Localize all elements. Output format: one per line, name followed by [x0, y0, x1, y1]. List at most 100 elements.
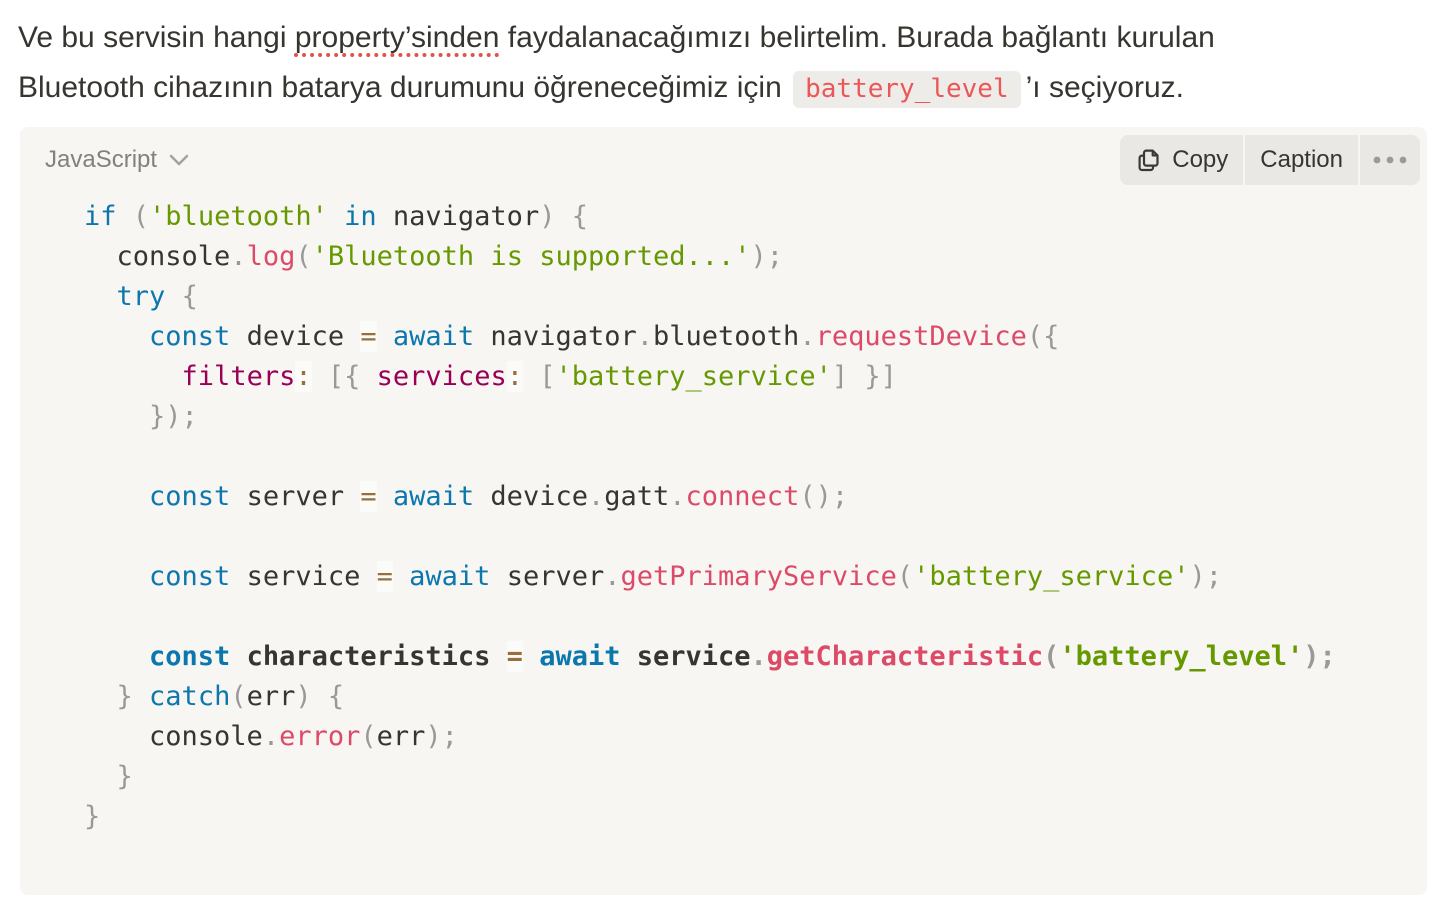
code-token: {	[327, 681, 345, 712]
code-token: }	[116, 681, 133, 712]
caption-button[interactable]: Caption	[1245, 135, 1358, 185]
caption-button-label: Caption	[1260, 146, 1343, 173]
code-block-actions: Copy Caption	[1120, 135, 1420, 185]
code-line: console.log('Bluetooth is supported...')…	[84, 237, 1399, 277]
code-token: await	[392, 481, 475, 512]
code-token: });	[149, 401, 198, 432]
code-token: .	[669, 481, 686, 512]
code-token: try	[116, 281, 166, 312]
more-button[interactable]	[1360, 135, 1420, 185]
code-token: if	[84, 201, 117, 232]
paragraph-segment: faydalanacağımızı belirtelim. Burada bağ…	[499, 21, 1215, 54]
code-token: }	[84, 801, 101, 832]
code-line: try {	[84, 277, 1399, 317]
code-token: :	[506, 361, 523, 392]
code-line: const service = await server.getPrimaryS…	[84, 557, 1399, 597]
code-token: const	[149, 321, 231, 352]
code-token: ]	[831, 361, 849, 392]
code-line	[84, 597, 1399, 637]
language-selector[interactable]: JavaScript	[45, 146, 190, 174]
code-token: requestDevice	[815, 321, 1027, 352]
ellipsis-icon	[1373, 156, 1407, 164]
code-token	[84, 321, 149, 352]
code-line: }	[84, 797, 1399, 837]
code-line: });	[84, 397, 1399, 437]
paragraph-segment: Ve bu servisin hangi	[18, 21, 295, 54]
code-token: 'Bluetooth is supported...'	[311, 241, 751, 272]
code-token	[360, 361, 376, 392]
code-token	[555, 201, 571, 232]
code-line: filters: [{ services: ['battery_service'…	[84, 357, 1399, 397]
code-token: }]	[864, 361, 897, 392]
code-token: const	[149, 641, 231, 672]
code-line	[84, 517, 1399, 557]
code-content[interactable]: if ('bluetooth' in navigator) { console.…	[20, 127, 1427, 837]
code-token	[84, 361, 182, 392]
code-text: if ('bluetooth' in navigator) { console.…	[84, 197, 1399, 837]
code-token: )	[295, 681, 312, 712]
code-line: if ('bluetooth' in navigator) {	[84, 197, 1399, 237]
code-token: .	[604, 561, 621, 592]
code-token	[84, 561, 149, 592]
code-token	[84, 481, 149, 512]
code-token: const	[149, 481, 231, 512]
code-token	[523, 361, 539, 392]
code-token	[328, 201, 344, 232]
code-token: .	[636, 321, 653, 352]
code-token: services	[376, 361, 507, 392]
code-token: );	[1189, 561, 1222, 592]
code-token	[84, 681, 117, 712]
code-token: 'bluetooth'	[149, 201, 328, 232]
code-token	[377, 481, 393, 512]
code-token: 'battery_service'	[913, 561, 1190, 592]
code-token: (	[1043, 641, 1060, 672]
code-token: bluetooth	[653, 321, 800, 352]
code-line	[84, 437, 1399, 477]
code-token: server	[490, 561, 605, 592]
code-token: in	[344, 201, 377, 232]
code-token: err	[246, 681, 296, 712]
code-token: getPrimaryService	[620, 561, 897, 592]
copy-button[interactable]: Copy	[1120, 135, 1244, 185]
code-token	[312, 681, 328, 712]
code-token	[312, 361, 328, 392]
code-token	[84, 401, 149, 432]
code-token: (	[896, 561, 914, 592]
code-token: =	[360, 321, 377, 352]
copy-pages-icon	[1135, 147, 1162, 174]
code-token: service	[230, 561, 377, 592]
code-token: console	[84, 721, 263, 752]
code-token: );	[750, 241, 784, 272]
code-token	[393, 561, 409, 592]
paragraph-text[interactable]: Ve bu servisin hangi property’sinden fay…	[0, 0, 1446, 114]
code-token: (	[360, 721, 377, 752]
code-token: .	[799, 321, 816, 352]
code-token: navigator	[474, 321, 637, 352]
code-token	[133, 681, 149, 712]
code-token: server	[230, 481, 361, 512]
code-line: } catch(err) {	[84, 677, 1399, 717]
code-line: const device = await navigator.bluetooth…	[84, 317, 1399, 357]
copy-button-label: Copy	[1172, 146, 1229, 173]
language-label: JavaScript	[45, 146, 158, 173]
code-token: gatt	[604, 481, 670, 512]
code-line: const server = await device.gatt.connect…	[84, 477, 1399, 517]
code-token: const	[149, 561, 231, 592]
chevron-down-icon	[168, 153, 190, 167]
code-token: ();	[799, 481, 849, 512]
code-token: device	[230, 321, 361, 352]
code-token: await	[539, 641, 621, 672]
code-line: const characteristics = await service.ge…	[84, 637, 1399, 677]
code-token: await	[409, 561, 491, 592]
page: Ve bu servisin hangi property’sinden fay…	[0, 0, 1446, 895]
paragraph-segment: ’ı seçiyoruz.	[1025, 71, 1185, 104]
code-token: service	[620, 641, 751, 672]
code-token	[523, 641, 539, 672]
paragraph-segment: Bluetooth cihazının batarya durumunu öğr…	[18, 71, 791, 104]
code-token: [	[539, 361, 556, 392]
code-token: log	[246, 241, 296, 272]
code-token: 'battery_level'	[1059, 641, 1304, 672]
code-token: );	[1303, 641, 1336, 672]
code-token	[165, 281, 181, 312]
code-token: err	[376, 721, 426, 752]
